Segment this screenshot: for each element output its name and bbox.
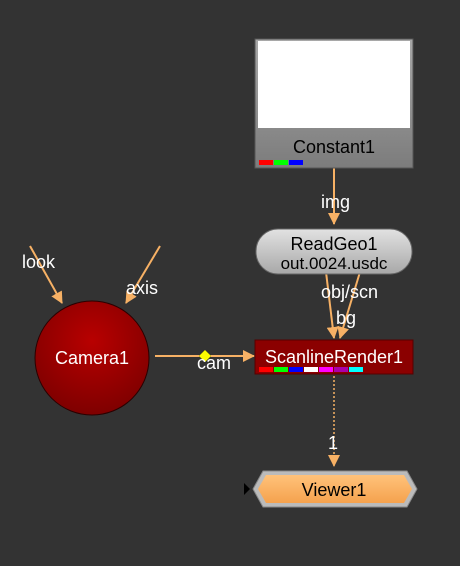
channel-swatch-magenta — [319, 367, 333, 372]
edge-label-obj-scn: obj/scn — [321, 282, 378, 302]
readgeo1-node[interactable]: ReadGeo1 out.0024.usdc — [255, 228, 413, 275]
scanlinerender1-node[interactable]: ScanlineRender1 — [254, 339, 414, 375]
constant1-title: Constant1 — [293, 137, 375, 157]
channel-swatch-white — [304, 367, 318, 372]
constant1-preview-thumbnail — [258, 41, 410, 128]
channel-swatch-purple — [334, 367, 348, 372]
edge-axis[interactable] — [125, 245, 161, 304]
edge-label-bg: bg — [336, 308, 356, 328]
channel-swatch-blue — [289, 367, 303, 372]
channel-swatch-red — [259, 160, 273, 165]
cam-input-diamond-icon[interactable] — [198, 349, 212, 363]
channel-swatch-blue — [289, 160, 303, 165]
channel-swatch-green — [274, 160, 288, 165]
viewer1-title: Viewer1 — [302, 480, 367, 500]
edge-obj-scn[interactable] — [325, 271, 339, 339]
edge-label-cam: cam — [197, 353, 231, 373]
camera1-node[interactable]: Camera1 — [34, 300, 150, 416]
scanlinerender1-channel-swatches — [259, 367, 363, 372]
constant1-node[interactable]: Constant1 — [254, 38, 414, 169]
edge-label-img: img — [321, 192, 350, 212]
channel-swatch-red — [259, 367, 273, 372]
camera1-title: Camera1 — [55, 348, 129, 368]
channel-swatch-cyan — [349, 367, 363, 372]
readgeo1-filename: out.0024.usdc — [281, 254, 388, 273]
edge-bg[interactable] — [337, 271, 361, 339]
viewer1-input-arrow-icon — [244, 483, 250, 495]
readgeo1-title: ReadGeo1 — [290, 234, 377, 254]
viewer1-node[interactable]: Viewer1 — [244, 470, 418, 508]
channel-swatch-green — [274, 367, 288, 372]
edge-label-look: look — [22, 252, 56, 272]
edge-label-axis: axis — [126, 278, 158, 298]
constant1-channel-swatches — [259, 160, 303, 165]
edge-look[interactable] — [29, 245, 63, 304]
scanlinerender1-title: ScanlineRender1 — [265, 347, 403, 367]
edge-label-viewer-input: 1 — [328, 433, 338, 453]
